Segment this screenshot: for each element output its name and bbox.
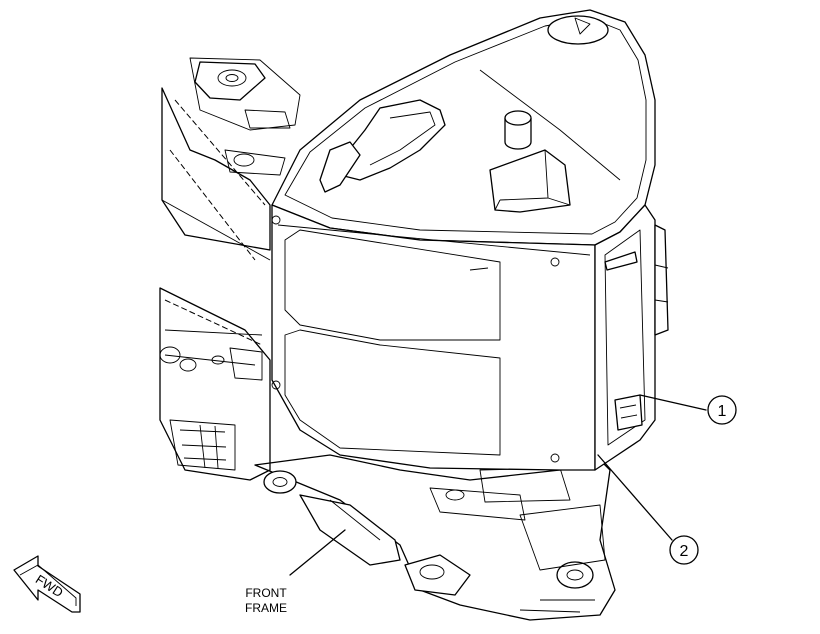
front-frame-label-line1: FRONT (245, 586, 287, 600)
front-frame-label-line2: FRAME (245, 601, 287, 615)
callout-2-number: 2 (680, 543, 689, 560)
enclosure-body (271, 9, 669, 471)
rear-frame-structure (159, 57, 301, 481)
callout-1: 1 (639, 394, 737, 425)
front-frame-label: FRONT FRAME (245, 529, 346, 615)
front-frame (254, 454, 616, 621)
callout-2: 2 (597, 454, 699, 565)
fwd-arrow: FWD (13, 555, 81, 613)
callout-1-number: 1 (718, 403, 727, 420)
